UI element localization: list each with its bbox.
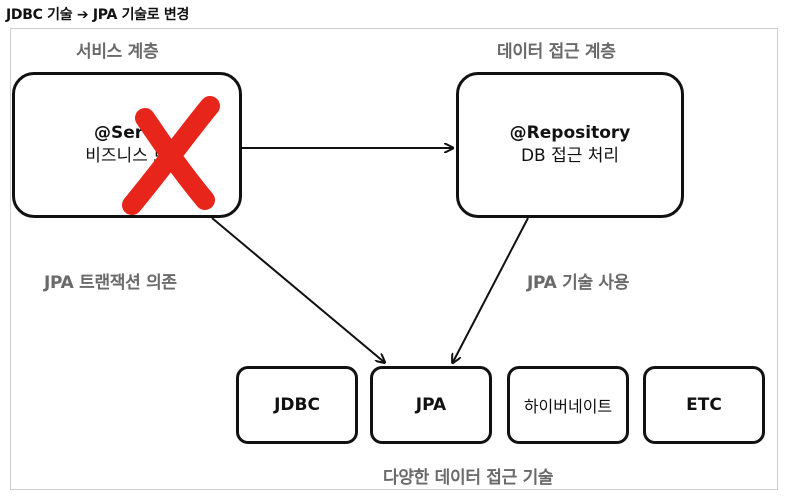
service-layer-label: 서비스 계층 bbox=[76, 42, 159, 62]
tech-box-jpa: JPA bbox=[370, 366, 492, 444]
repository-to-jpa-arrow bbox=[453, 217, 529, 362]
cross-icon bbox=[122, 96, 220, 215]
data-access-layer-label: 데이터 접근 계층 bbox=[497, 42, 616, 62]
service-to-jpa-arrow bbox=[211, 217, 384, 362]
tech-box-etc: ETC bbox=[643, 366, 765, 444]
jpa-transaction-label: JPA 트랜잭션 의존 bbox=[44, 273, 177, 293]
tech-box-hibernate: 하이버네이트 bbox=[507, 366, 629, 444]
repository-box: @Repository DB 접근 처리 bbox=[456, 72, 684, 218]
footer-label: 다양한 데이터 접근 기술 bbox=[383, 468, 554, 488]
jpa-usage-label: JPA 기술 사용 bbox=[527, 273, 630, 293]
diagram-frame bbox=[10, 28, 778, 490]
tech-box-jdbc: JDBC bbox=[236, 366, 358, 444]
repository-box-title: @Repository bbox=[509, 123, 631, 144]
repository-box-desc: DB 접근 처리 bbox=[520, 146, 620, 166]
diagram-title: JDBC 기술 ➔ JPA 기술로 변경 bbox=[6, 7, 190, 23]
service-box-desc: 비즈니스 로 bbox=[85, 146, 169, 166]
